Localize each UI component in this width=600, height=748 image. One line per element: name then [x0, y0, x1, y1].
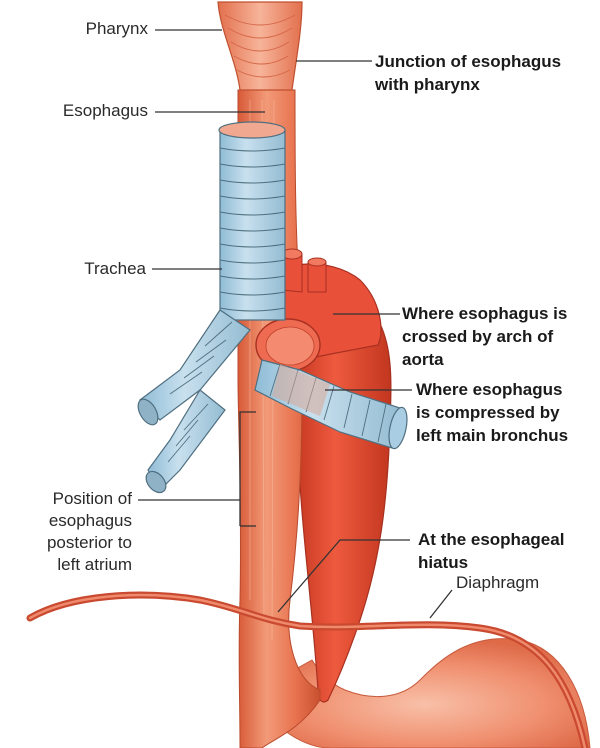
leader-lines: [138, 29, 453, 619]
stomach: [257, 638, 591, 748]
trachea: [137, 121, 408, 494]
label-pharynx: Pharynx: [85, 19, 148, 38]
label-esophagus: Esophagus: [62, 101, 148, 120]
label-position-left-atrium: Position of esophagus posterior to left …: [46, 489, 132, 574]
label-diaphragm: Diaphragm: [456, 573, 540, 592]
label-aortic-arch-constriction: Where esophagus is crossed by arch of ao…: [402, 304, 568, 369]
label-left-bronchus-constriction: Where esophagus is compressed by left ma…: [416, 380, 569, 445]
label-junction-constriction: Junction of esophagus with pharynx: [375, 52, 562, 94]
label-hiatus-constriction: At the esophageal hiatus: [418, 530, 565, 572]
label-trachea: Trachea: [84, 259, 146, 278]
diaphragm: [26, 591, 589, 748]
pharynx: [217, 1, 303, 91]
